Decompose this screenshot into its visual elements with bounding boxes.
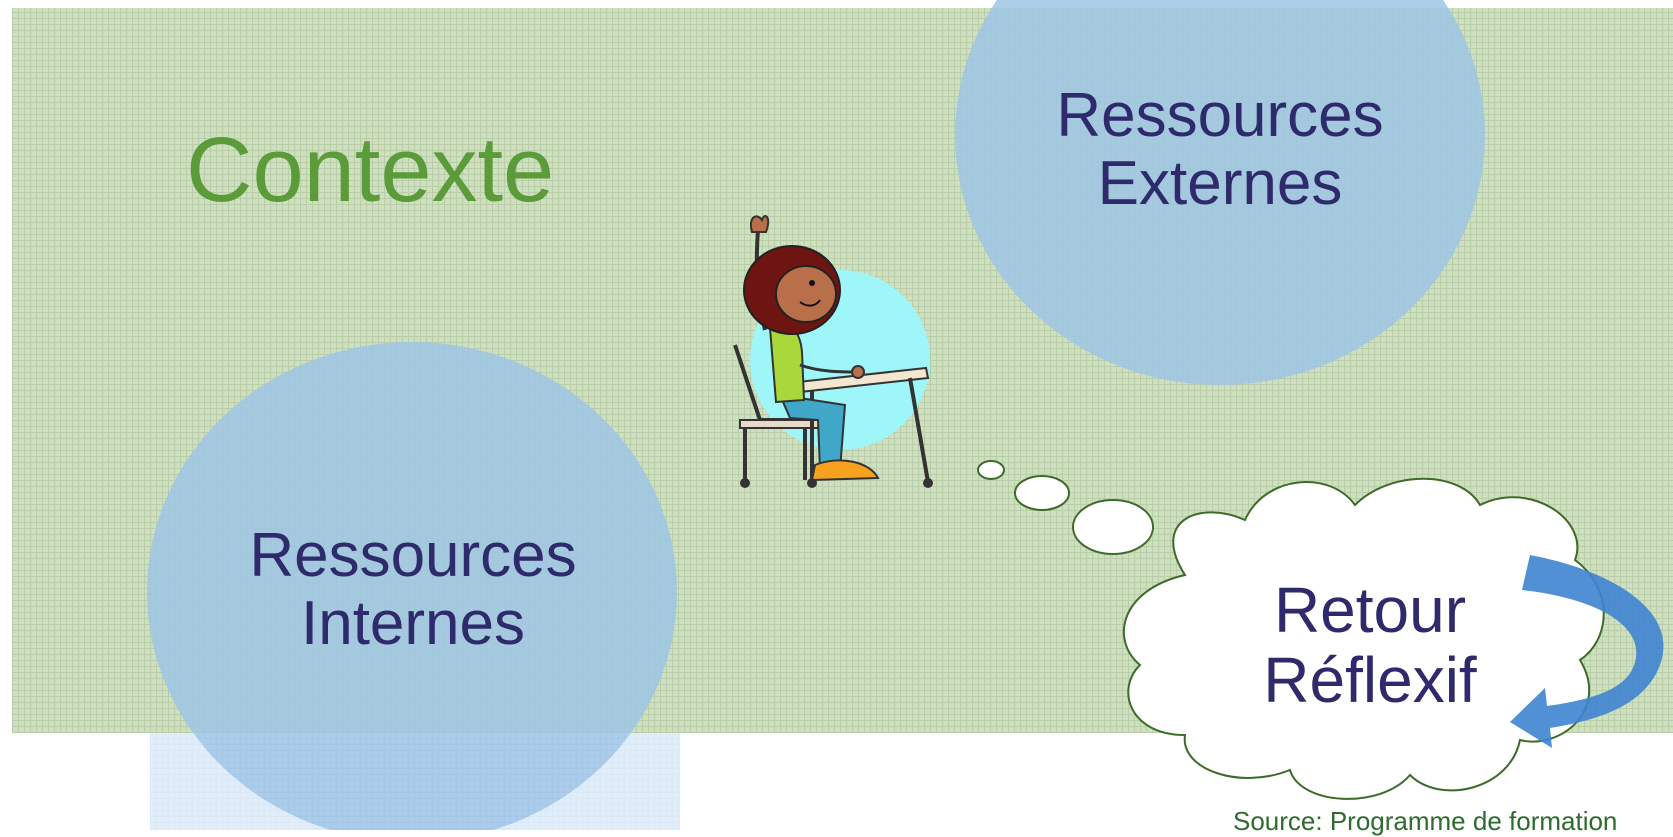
- internal-circle-overflow-pattern: [150, 733, 680, 830]
- external-resources-line1: Ressources: [1056, 81, 1384, 150]
- thought-bubble-small: [977, 460, 1005, 480]
- reflexive-feedback-line2: Réflexif: [1263, 644, 1477, 717]
- reflexive-feedback-label: Retour Réflexif: [1220, 575, 1520, 716]
- external-resources-label: Ressources Externes: [1040, 81, 1400, 219]
- internal-resources-circle: [147, 342, 677, 830]
- curved-arrow-icon: [1510, 555, 1664, 748]
- thought-bubble-medium: [1014, 475, 1070, 511]
- internal-resources-line2: Internes: [300, 589, 526, 659]
- student-at-desk-icon: [733, 215, 933, 488]
- external-resources-line2: Externes: [1097, 149, 1343, 219]
- thought-bubble-large: [1072, 499, 1154, 555]
- reflexive-feedback-line1: Retour: [1273, 574, 1467, 646]
- external-resources-circle: [955, 0, 1485, 385]
- context-title: Contexte: [186, 119, 555, 221]
- internal-resources-label: Ressources Internes: [228, 521, 598, 659]
- source-caption: Source: Programme de formation: [1233, 806, 1618, 836]
- internal-resources-line1: Ressources: [249, 521, 577, 590]
